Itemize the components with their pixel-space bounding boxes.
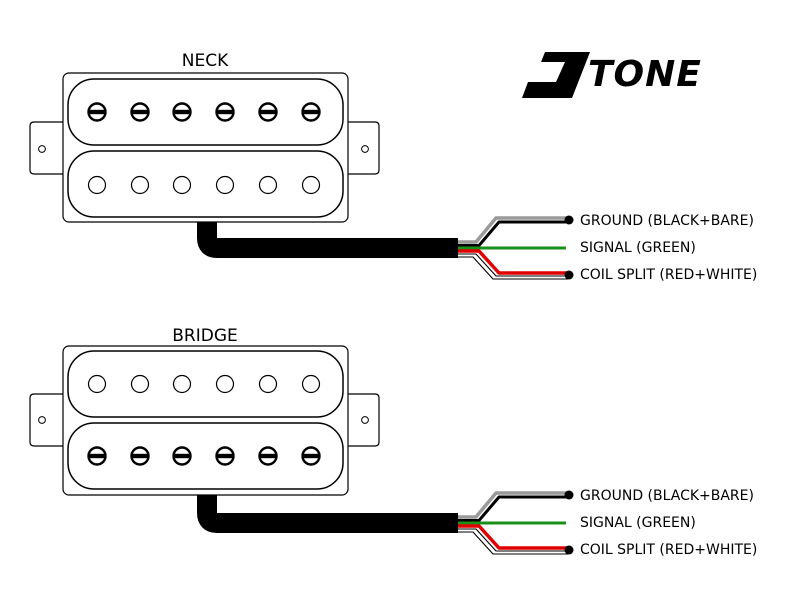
pole-slot — [217, 453, 233, 459]
wire-terminal — [564, 270, 574, 280]
wire-leads — [458, 490, 574, 555]
mounting-tab-left — [29, 393, 66, 447]
mounting-tab-left — [29, 121, 66, 175]
wire-terminal — [564, 545, 574, 555]
bottom-coil — [67, 422, 344, 490]
round-pole-piece — [215, 175, 235, 195]
neck-pickup: NECK GROUND (BLACK+BARE) SIGNAL (GREEN) … — [29, 51, 757, 283]
pole-slot — [132, 109, 148, 115]
top-pole-pieces — [87, 102, 321, 122]
bottom-coil — [67, 150, 344, 218]
pole-slot — [217, 109, 233, 115]
wire-label-coil-split: COIL SPLIT (RED+WHITE) — [580, 267, 757, 283]
mounting-tab-right — [347, 393, 380, 447]
pole-slot — [174, 453, 190, 459]
bottom-pole-pieces — [87, 175, 321, 195]
round-pole-piece — [301, 374, 321, 394]
bridge-pickup: BRIDGE GROUND (BLACK+BARE) SIGNAL (GREEN… — [29, 326, 757, 558]
pickup-title-bridge: BRIDGE — [172, 326, 238, 346]
mounting-tab-right — [347, 121, 380, 175]
pole-slot — [89, 453, 105, 459]
mounting-hole — [361, 416, 369, 424]
top-pole-pieces — [87, 374, 321, 394]
round-pole-piece — [130, 374, 150, 394]
wire-label-signal: SIGNAL (GREEN) — [580, 240, 696, 256]
pole-slot — [132, 453, 148, 459]
wire-label-ground: GROUND (BLACK+BARE) — [580, 213, 754, 229]
logo-text: TONE — [588, 54, 702, 95]
round-pole-piece — [258, 374, 278, 394]
round-pole-piece — [301, 175, 321, 195]
round-pole-piece — [258, 175, 278, 195]
vtone-logo: TONE — [522, 52, 702, 98]
top-coil — [67, 350, 344, 418]
wire-leads — [458, 215, 574, 280]
mounting-hole — [38, 145, 46, 153]
wire-label-coil-split: COIL SPLIT (RED+WHITE) — [580, 542, 757, 558]
pickup-title-neck: NECK — [182, 51, 229, 71]
logo-v-mark — [522, 52, 590, 98]
pole-slot — [260, 109, 276, 115]
pole-slot — [260, 453, 276, 459]
bottom-pole-pieces — [87, 446, 321, 466]
round-pole-piece — [87, 374, 107, 394]
round-pole-piece — [172, 374, 192, 394]
wire-label-ground: GROUND (BLACK+BARE) — [580, 488, 754, 504]
round-pole-piece — [215, 374, 235, 394]
mounting-hole — [38, 416, 46, 424]
pole-slot — [174, 109, 190, 115]
round-pole-piece — [87, 175, 107, 195]
wire-label-signal: SIGNAL (GREEN) — [580, 515, 696, 531]
pole-slot — [303, 109, 319, 115]
round-pole-piece — [172, 175, 192, 195]
mounting-hole — [361, 145, 369, 153]
wire-terminal — [564, 490, 574, 500]
round-pole-piece — [130, 175, 150, 195]
wire-terminal — [564, 215, 574, 225]
logo-v-inner — [544, 64, 560, 78]
pickup-cable — [197, 495, 458, 533]
top-coil — [67, 78, 344, 146]
pickup-cable — [197, 222, 458, 258]
pole-slot — [89, 109, 105, 115]
pole-slot — [303, 453, 319, 459]
